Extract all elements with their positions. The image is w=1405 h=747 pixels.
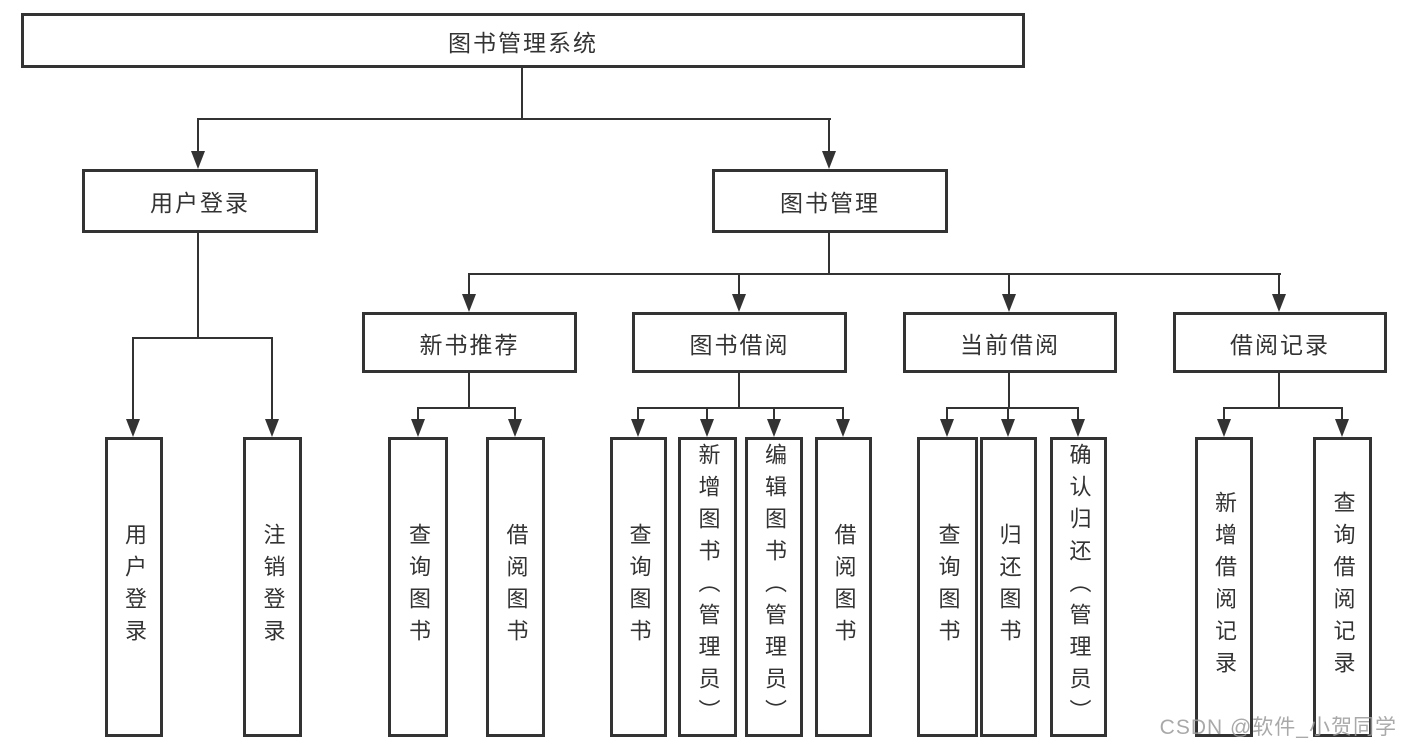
- arrowhead-icon: [940, 419, 954, 437]
- arrowhead-icon: [1335, 419, 1349, 437]
- leaf-user-login-label: 用户登录: [122, 523, 147, 651]
- leaf-records-query-record-label: 查询借阅记录: [1330, 491, 1356, 683]
- connector-records-stem: [1278, 373, 1280, 409]
- leaf-borrow-edit-book-admin-label: 编辑图书（管理员）: [762, 443, 787, 731]
- arrowhead-icon: [462, 294, 476, 312]
- connector-borrow-rail: [637, 407, 844, 409]
- leaf-current-query-book-label: 查询图书: [935, 523, 961, 651]
- leaf-borrow-edit-book-admin: 编辑图书（管理员）: [745, 437, 803, 737]
- arrowhead-icon: [1272, 294, 1286, 312]
- connector-root-to-login: [197, 118, 199, 151]
- connector-records-to-leaf2: [1341, 407, 1343, 419]
- node-book-manage-label: 图书管理: [780, 190, 880, 216]
- leaf-logout: 注销登录: [243, 437, 302, 737]
- connector-login-to-leaf1: [132, 337, 134, 419]
- arrowhead-icon: [767, 419, 781, 437]
- leaf-current-query-book: 查询图书: [917, 437, 978, 737]
- arrowhead-icon: [700, 419, 714, 437]
- connector-borrow-to-leaf4: [842, 407, 844, 419]
- connector-current-to-leaf1: [946, 407, 948, 419]
- connector-borrow-to-leaf1: [637, 407, 639, 419]
- node-new-book-recommend: 新书推荐: [362, 312, 577, 373]
- node-user-login-label: 用户登录: [150, 190, 250, 216]
- node-book-manage: 图书管理: [712, 169, 948, 233]
- arrowhead-icon: [126, 419, 140, 437]
- node-new-book-recommend-label: 新书推荐: [419, 331, 520, 358]
- arrowhead-icon: [1217, 419, 1231, 437]
- arrowhead-icon: [822, 151, 836, 169]
- connector-current-rail: [946, 407, 1079, 409]
- arrowhead-icon: [411, 419, 425, 437]
- leaf-records-query-record: 查询借阅记录: [1313, 437, 1372, 737]
- connector-records-rail: [1223, 407, 1343, 409]
- connector-manage-to-borrow: [738, 273, 740, 294]
- arrowhead-icon: [1002, 294, 1016, 312]
- connector-borrow-to-leaf3: [773, 407, 775, 419]
- connector-current-to-leaf2: [1007, 407, 1009, 419]
- csdn-watermark: CSDN @软件_小贺同学: [1159, 716, 1397, 739]
- leaf-records-add-record-label: 新增借阅记录: [1212, 491, 1237, 683]
- connector-root-rail: [198, 118, 831, 120]
- leaf-borrow-add-book-admin: 新增图书（管理员）: [678, 437, 737, 737]
- leaf-records-add-record: 新增借阅记录: [1195, 437, 1253, 737]
- arrowhead-icon: [836, 419, 850, 437]
- leaf-recommend-borrow-book-label: 借阅图书: [503, 523, 529, 651]
- arrowhead-icon: [191, 151, 205, 169]
- connector-login-rail: [132, 337, 273, 339]
- leaf-logout-label: 注销登录: [260, 523, 286, 651]
- leaf-borrow-query-book: 查询图书: [610, 437, 667, 737]
- connector-recommend-rail: [417, 407, 516, 409]
- node-root-label: 图书管理系统: [448, 29, 598, 56]
- node-root: 图书管理系统: [21, 13, 1025, 68]
- connector-records-to-leaf1: [1223, 407, 1225, 419]
- connector-current-to-leaf3: [1077, 407, 1079, 419]
- arrowhead-icon: [508, 419, 522, 437]
- arrowhead-icon: [1001, 419, 1015, 437]
- leaf-recommend-query-book: 查询图书: [388, 437, 448, 737]
- connector-manage-to-recommend: [468, 273, 470, 294]
- arrowhead-icon: [265, 419, 279, 437]
- node-borrow-records: 借阅记录: [1173, 312, 1387, 373]
- leaf-borrow-add-book-admin-label: 新增图书（管理员）: [695, 443, 721, 731]
- connector-login-stem: [197, 233, 199, 339]
- leaf-current-confirm-return-admin-label: 确认归还（管理员）: [1066, 443, 1092, 731]
- connector-root-to-manage: [828, 118, 830, 151]
- leaf-current-confirm-return-admin: 确认归还（管理员）: [1050, 437, 1107, 737]
- arrowhead-icon: [631, 419, 645, 437]
- connector-manage-to-records: [1278, 273, 1280, 294]
- leaf-borrow-query-book-label: 查询图书: [626, 523, 652, 651]
- leaf-user-login: 用户登录: [105, 437, 163, 737]
- leaf-recommend-borrow-book: 借阅图书: [486, 437, 545, 737]
- connector-borrow-to-leaf2: [706, 407, 708, 419]
- leaf-current-return-book: 归还图书: [980, 437, 1037, 737]
- node-current-borrow: 当前借阅: [903, 312, 1117, 373]
- node-user-login: 用户登录: [82, 169, 318, 233]
- arrowhead-icon: [732, 294, 746, 312]
- node-book-borrow: 图书借阅: [632, 312, 847, 373]
- node-book-borrow-label: 图书借阅: [689, 331, 790, 358]
- connector-manage-stem: [828, 233, 830, 275]
- arrowhead-icon: [1071, 419, 1085, 437]
- node-borrow-records-label: 借阅记录: [1230, 331, 1330, 358]
- leaf-borrow-borrow-book: 借阅图书: [815, 437, 872, 737]
- leaf-borrow-borrow-book-label: 借阅图书: [831, 523, 857, 651]
- connector-recommend-stem: [468, 373, 470, 409]
- connector-root-stem: [521, 68, 523, 120]
- node-current-borrow-label: 当前借阅: [960, 331, 1060, 358]
- connector-manage-to-current: [1008, 273, 1010, 294]
- leaf-recommend-query-book-label: 查询图书: [406, 523, 431, 651]
- connector-manage-rail: [468, 273, 1281, 275]
- connector-login-to-leaf2: [271, 337, 273, 419]
- connector-recommend-to-leaf2: [514, 407, 516, 419]
- leaf-current-return-book-label: 归还图书: [996, 523, 1022, 651]
- connector-current-stem: [1008, 373, 1010, 409]
- connector-borrow-stem: [738, 373, 740, 409]
- connector-recommend-to-leaf1: [417, 407, 419, 419]
